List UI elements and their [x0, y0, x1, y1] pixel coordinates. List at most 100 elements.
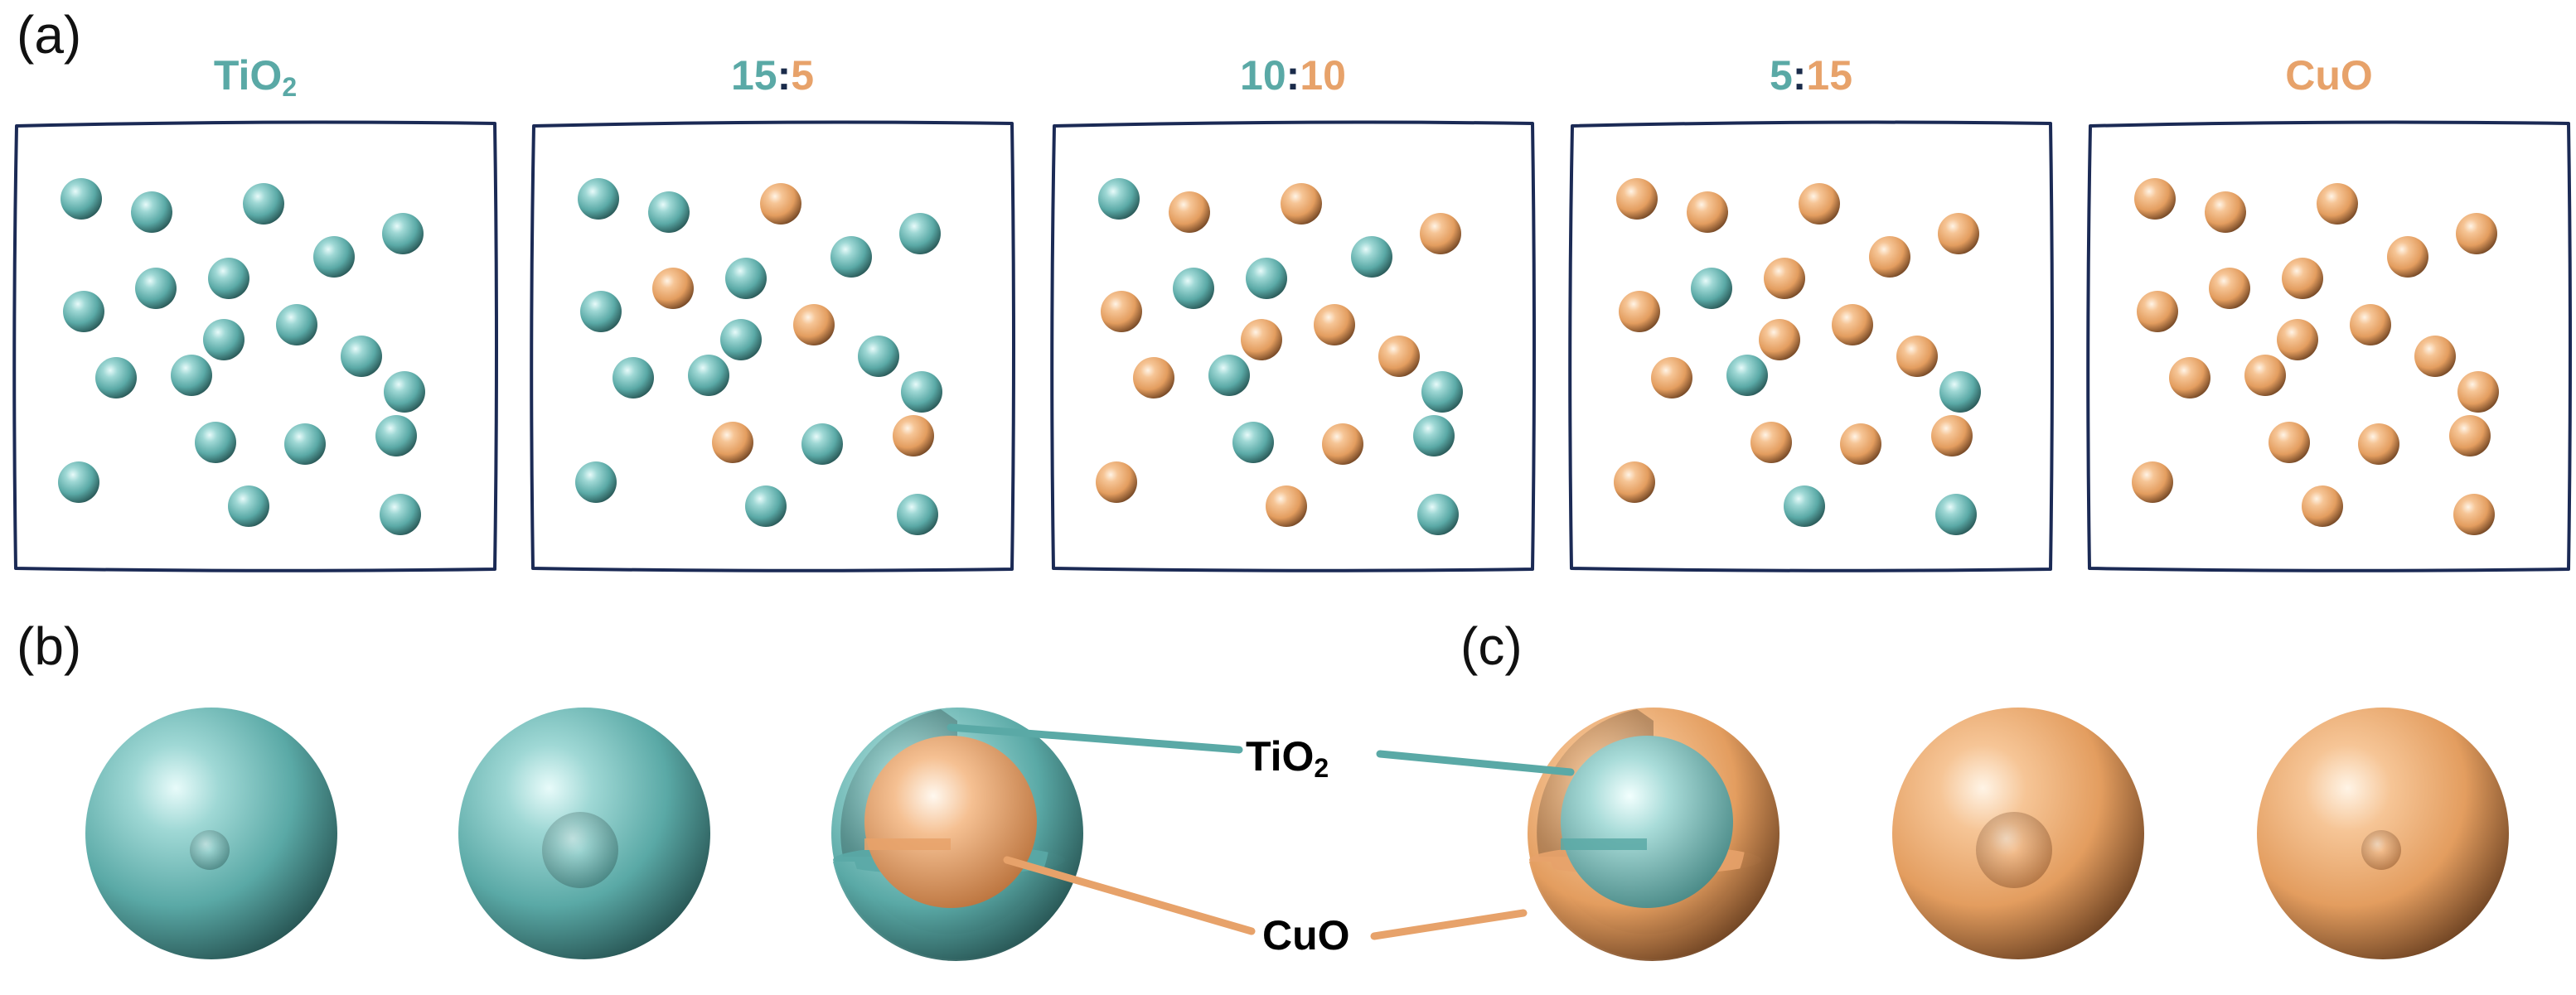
- callout-label-cuo: CuO: [1262, 915, 1350, 956]
- tio2-callout-line-left: [947, 723, 1243, 754]
- cuo-particle: [2449, 415, 2491, 456]
- tio2-particle: [228, 485, 269, 527]
- composition-part: 15: [730, 52, 777, 99]
- tio2-particle: [578, 178, 619, 220]
- cuo-particle: [1651, 357, 1692, 398]
- cuo-particle: [1101, 291, 1142, 332]
- cuo-particle: [2282, 258, 2323, 299]
- cuo-particle: [1931, 415, 1973, 456]
- tio2-particle: [1246, 258, 1287, 299]
- callout-tio2-text: TiO: [1246, 733, 1315, 780]
- cuo-callout-line-left: [1003, 856, 1256, 935]
- tio2-particle: [58, 461, 99, 503]
- tio2-particle: [801, 423, 843, 465]
- box-frame: [530, 120, 1015, 572]
- callout-lines: [947, 723, 1575, 940]
- composition-part: :: [1286, 52, 1300, 99]
- composition-part: 5: [791, 52, 815, 99]
- cuo-particle: [2132, 461, 2173, 503]
- cuo-particle: [1096, 461, 1137, 503]
- composition-title-3: 10:10: [1061, 55, 1525, 96]
- tio2-particle: [575, 461, 617, 503]
- core-cut-face: [864, 838, 951, 850]
- tio2-particle: [384, 371, 425, 413]
- cuo-particle: [793, 304, 835, 345]
- cuo-particle: [1764, 258, 1805, 299]
- cuo-particle: [1687, 191, 1728, 233]
- tio2-particle: [131, 191, 172, 233]
- cuo-particle: [2277, 319, 2318, 360]
- cuo-particle: [2387, 236, 2428, 278]
- cuo-particle: [1420, 213, 1461, 254]
- composition-part: :: [777, 52, 792, 99]
- tio2-particle: [375, 415, 417, 456]
- cuo-particle: [2134, 178, 2176, 220]
- cuo-particle: [760, 183, 801, 225]
- cuo-particle: [2456, 213, 2497, 254]
- box-frame: [1568, 120, 2054, 572]
- cuo-particle: [2358, 423, 2399, 465]
- tio2-particle: [1784, 485, 1825, 527]
- tio2-core-sphere: [1561, 736, 1733, 908]
- tio2-particle: [901, 371, 942, 413]
- composition-part: 10: [1240, 52, 1286, 99]
- tio2-particle: [203, 319, 245, 360]
- tio2-particle: [725, 258, 767, 299]
- composition-part: TiO: [213, 52, 283, 99]
- box-frame: [12, 120, 498, 572]
- tio2-particle: [380, 494, 421, 535]
- tio2-particle: [171, 355, 212, 396]
- box-frame: [2086, 120, 2572, 572]
- mixture-box-2: [530, 120, 1015, 572]
- cuo-particle: [1266, 485, 1307, 527]
- callout-cuo-text: CuO: [1262, 912, 1350, 959]
- tio2-particle: [1173, 268, 1214, 309]
- tio2-particle: [243, 183, 284, 225]
- cuo-particle: [712, 422, 753, 463]
- cuo-particle: [1759, 319, 1800, 360]
- cuo-particle: [893, 415, 934, 456]
- box-frame: [1050, 120, 1536, 572]
- cuo-particle: [1619, 291, 1660, 332]
- tio2-particle: [63, 291, 104, 332]
- tio2-particle: [1691, 268, 1732, 309]
- tio2-particle: [1098, 178, 1140, 220]
- core-shade: [1976, 812, 2052, 888]
- tio2-particle: [1939, 371, 1981, 413]
- tio2-particle: [858, 336, 899, 377]
- panel-label-c: (c): [1460, 616, 1523, 676]
- tio2-particle: [1726, 355, 1768, 396]
- tio2-particle: [208, 258, 249, 299]
- cuo-particle: [1616, 178, 1658, 220]
- tio2-particle: [1935, 494, 1977, 535]
- composition-part: CuO: [2285, 52, 2373, 99]
- cuo-particle: [2137, 291, 2178, 332]
- tio2-particle: [276, 304, 317, 345]
- tio2-particle: [284, 423, 326, 465]
- callout-tio2-sub: 2: [1314, 753, 1329, 783]
- core-cut-face: [1561, 838, 1647, 850]
- composition-part: 15: [1806, 52, 1853, 99]
- mixture-box-3: [1050, 120, 1536, 572]
- cuo-particle: [1832, 304, 1873, 345]
- core-shade: [190, 830, 230, 870]
- cuo-particle: [1322, 423, 1363, 465]
- composition-title-2: 15:5: [540, 55, 1005, 96]
- mixture-box-5: [2086, 120, 2572, 572]
- cuo-callout-line-right: [1370, 909, 1528, 940]
- cuo-particle: [1241, 319, 1282, 360]
- mixture-box-1: [12, 120, 498, 572]
- tio2-particle: [830, 236, 872, 278]
- tio2-particle: [899, 213, 941, 254]
- tio2-particle: [195, 422, 236, 463]
- cuo-particle: [1750, 422, 1792, 463]
- cuo-particle: [1840, 423, 1881, 465]
- panel-label-b: (b): [17, 616, 82, 676]
- composition-part: :: [1792, 52, 1807, 99]
- nanoparticle-model-2: [458, 708, 710, 959]
- cuo-particle: [2453, 494, 2495, 535]
- composition-title-1: TiO2: [23, 55, 487, 100]
- cuo-particle: [2244, 355, 2286, 396]
- cuo-particle: [1314, 304, 1355, 345]
